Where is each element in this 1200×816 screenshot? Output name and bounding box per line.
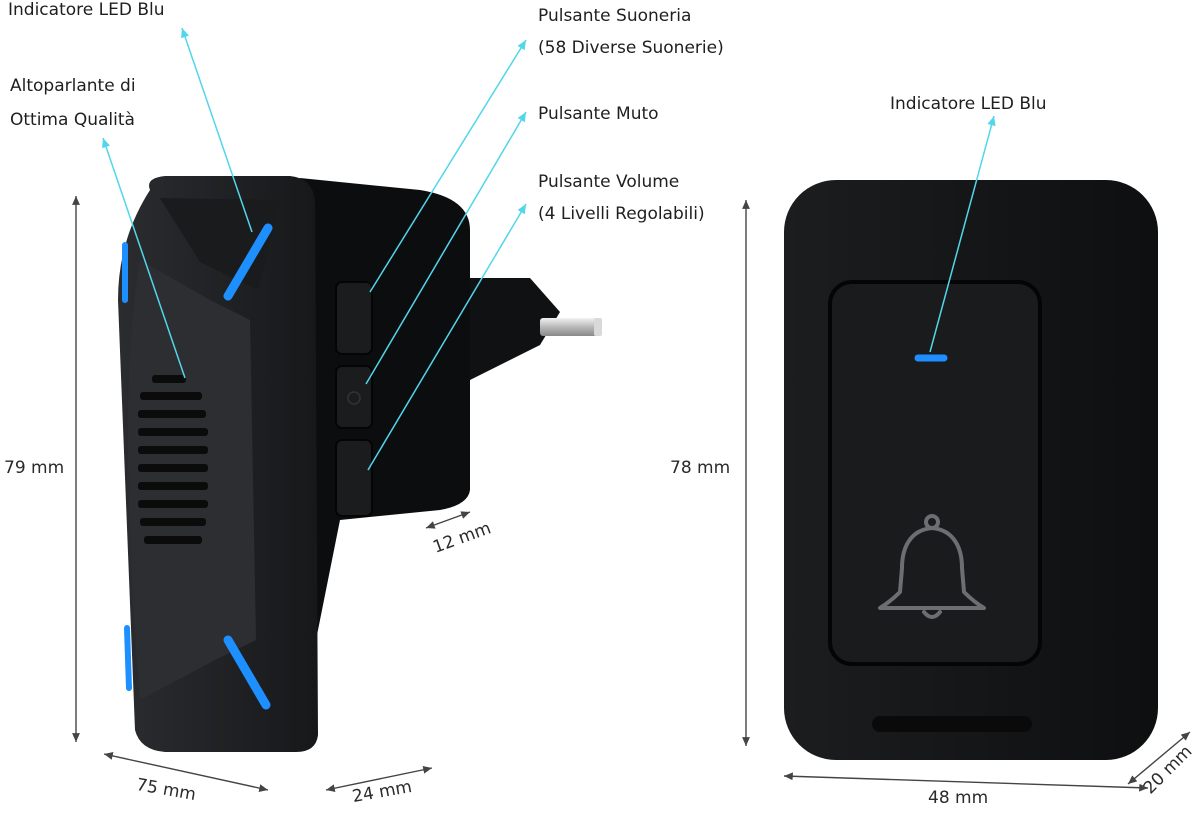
transmitter-width-label: 48 mm — [928, 788, 989, 808]
ring-button-label-line1: Pulsante Suoneria — [538, 6, 692, 26]
plug — [470, 278, 602, 380]
callout-lines — [102, 27, 996, 471]
receiver-led-label: Indicatore LED Blu — [8, 0, 165, 20]
side-buttons — [335, 281, 373, 517]
receiver-led-strips — [122, 223, 273, 710]
mute-button-label: Pulsante Muto — [538, 104, 659, 124]
volume-button-label-line1: Pulsante Volume — [538, 172, 680, 192]
speaker-label-line1: Altoparlante di — [10, 76, 136, 96]
volume-button-label-line2: (4 Livelli Regolabili) — [538, 204, 705, 224]
speaker-grille — [138, 375, 208, 544]
bell-icon — [878, 514, 986, 619]
ring-button-label-line2: (58 Diverse Suonerie) — [538, 38, 724, 58]
receiver-height-label: 79 mm — [4, 458, 65, 478]
transmitter-led-label: Indicatore LED Blu — [890, 94, 1047, 114]
transmitter-height-label: 78 mm — [670, 458, 731, 478]
dimension-arrows — [72, 196, 1191, 793]
transmitter-device — [784, 180, 1158, 760]
receiver-device — [118, 176, 602, 752]
speaker-label-line2: Ottima Qualità — [10, 110, 135, 130]
